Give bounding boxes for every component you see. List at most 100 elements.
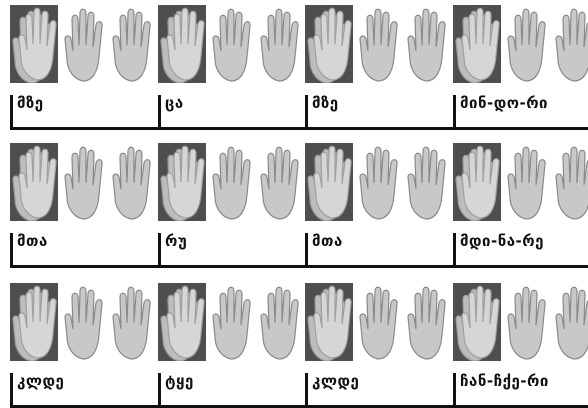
baseline bbox=[10, 265, 588, 268]
open-hand-icon bbox=[107, 143, 155, 221]
rest-hand bbox=[59, 5, 107, 83]
open-hand-icon bbox=[107, 5, 155, 83]
rhythm-row: მთა რუ მთა მდი-ნა-რე bbox=[0, 143, 588, 267]
rest-hand bbox=[59, 283, 107, 361]
beat-tick bbox=[158, 373, 161, 408]
rest-hand bbox=[354, 143, 402, 221]
syllable-label: ჩან-ჩქე-რი bbox=[460, 372, 549, 390]
beat-cell: ცა bbox=[158, 5, 306, 129]
syllable-label: მინ-დო-რი bbox=[460, 94, 548, 112]
beat-tick bbox=[305, 95, 308, 130]
syllable-label: მთა bbox=[17, 232, 48, 250]
beat-tick bbox=[10, 233, 13, 268]
clapping-hands-icon bbox=[158, 283, 206, 361]
clapping-hands-icon bbox=[305, 5, 353, 83]
open-hand-icon bbox=[354, 143, 402, 221]
clap-hand bbox=[10, 5, 58, 83]
clapping-hands-icon bbox=[10, 143, 58, 221]
open-hand-icon bbox=[59, 283, 107, 361]
syllable-label: კლდე bbox=[17, 372, 64, 390]
syllable-label: მდი-ნა-რე bbox=[460, 232, 544, 250]
rest-hand bbox=[550, 143, 588, 221]
syllable-label: რუ bbox=[165, 232, 187, 250]
beat-cell: რუ bbox=[158, 143, 306, 267]
clap-hand bbox=[158, 143, 206, 221]
clap-hand bbox=[305, 283, 353, 361]
rest-hand bbox=[107, 5, 155, 83]
rest-hand bbox=[255, 283, 303, 361]
rest-hand bbox=[402, 283, 450, 361]
clap-hand bbox=[158, 5, 206, 83]
clap-hand bbox=[453, 143, 501, 221]
beat-cell: მთა bbox=[10, 143, 158, 267]
clap-hand bbox=[305, 143, 353, 221]
beat-tick bbox=[305, 233, 308, 268]
open-hand-icon bbox=[255, 5, 303, 83]
rest-hand bbox=[59, 143, 107, 221]
open-hand-icon bbox=[207, 5, 255, 83]
beat-cell: მთა bbox=[305, 143, 453, 267]
open-hand-icon bbox=[550, 5, 588, 83]
rest-hand bbox=[255, 5, 303, 83]
clapping-hands-icon bbox=[305, 283, 353, 361]
beat-cell: მზე bbox=[10, 5, 158, 129]
open-hand-icon bbox=[402, 143, 450, 221]
beat-cell: მინ-დო-რი bbox=[453, 5, 588, 129]
rest-hand bbox=[402, 143, 450, 221]
rest-hand bbox=[502, 143, 550, 221]
beat-tick bbox=[453, 373, 456, 408]
rest-hand bbox=[354, 5, 402, 83]
syllable-label: მზე bbox=[312, 94, 339, 112]
clapping-hands-icon bbox=[305, 143, 353, 221]
open-hand-icon bbox=[59, 5, 107, 83]
rest-hand bbox=[207, 5, 255, 83]
open-hand-icon bbox=[550, 143, 588, 221]
clapping-hands-icon bbox=[453, 5, 501, 83]
open-hand-icon bbox=[107, 283, 155, 361]
clapping-hands-icon bbox=[10, 283, 58, 361]
beat-cell: ტყე bbox=[158, 283, 306, 407]
clap-hand bbox=[158, 283, 206, 361]
clapping-hands-icon bbox=[453, 143, 501, 221]
clapping-hands-icon bbox=[158, 5, 206, 83]
clap-hand bbox=[305, 5, 353, 83]
open-hand-icon bbox=[354, 5, 402, 83]
open-hand-icon bbox=[59, 143, 107, 221]
open-hand-icon bbox=[207, 143, 255, 221]
open-hand-icon bbox=[354, 283, 402, 361]
clap-hand bbox=[10, 283, 58, 361]
beat-cell: კლდე bbox=[305, 283, 453, 407]
rhythm-row: მზე ცა მზე მინ-დო-რი bbox=[0, 5, 588, 129]
beat-tick bbox=[158, 95, 161, 130]
rest-hand bbox=[255, 143, 303, 221]
clapping-hands-icon bbox=[158, 143, 206, 221]
clap-hand bbox=[10, 143, 58, 221]
beat-cell: კლდე bbox=[10, 283, 158, 407]
beat-tick bbox=[305, 373, 308, 408]
open-hand-icon bbox=[402, 283, 450, 361]
clap-hand bbox=[453, 5, 501, 83]
open-hand-icon bbox=[255, 283, 303, 361]
rest-hand bbox=[550, 5, 588, 83]
rest-hand bbox=[502, 5, 550, 83]
rest-hand bbox=[107, 283, 155, 361]
rest-hand bbox=[207, 283, 255, 361]
rest-hand bbox=[354, 283, 402, 361]
clapping-hands-icon bbox=[10, 5, 58, 83]
syllable-label: მთა bbox=[312, 232, 343, 250]
beat-tick bbox=[10, 373, 13, 408]
syllable-label: მზე bbox=[17, 94, 44, 112]
syllable-label: ტყე bbox=[165, 372, 194, 390]
clapping-hands-icon bbox=[453, 283, 501, 361]
rest-hand bbox=[402, 5, 450, 83]
clap-hand bbox=[453, 283, 501, 361]
open-hand-icon bbox=[502, 5, 550, 83]
open-hand-icon bbox=[502, 283, 550, 361]
rest-hand bbox=[107, 143, 155, 221]
beat-cell: ჩან-ჩქე-რი bbox=[453, 283, 588, 407]
syllable-label: ცა bbox=[165, 94, 184, 112]
baseline bbox=[10, 127, 588, 130]
beat-cell: მდი-ნა-რე bbox=[453, 143, 588, 267]
beat-cell: მზე bbox=[305, 5, 453, 129]
rest-hand bbox=[502, 283, 550, 361]
